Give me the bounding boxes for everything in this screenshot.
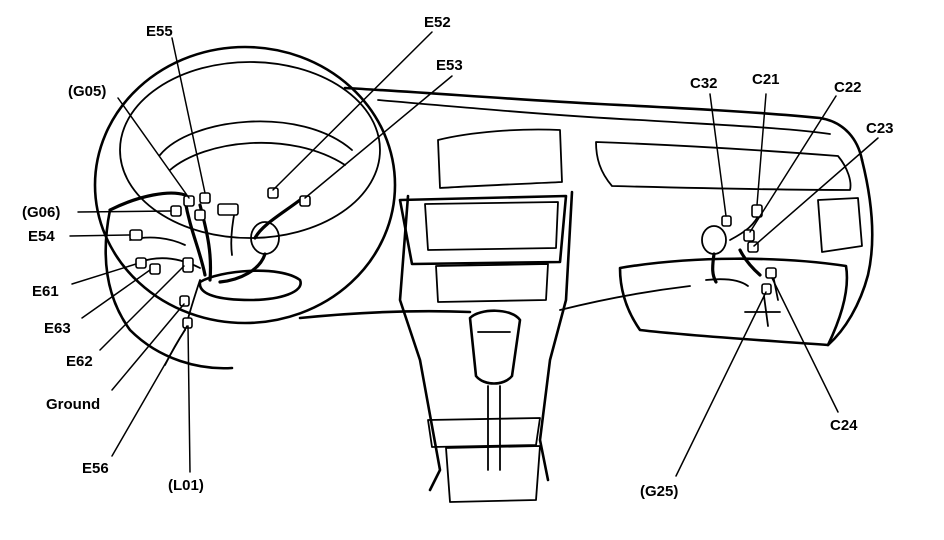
label-l01: (L01) xyxy=(168,477,204,494)
connector-e63 xyxy=(149,263,161,275)
connector-e55 xyxy=(199,192,211,204)
connector-g05 xyxy=(183,195,195,207)
label-e63: E63 xyxy=(44,320,71,337)
right-harness xyxy=(701,204,781,327)
connector-e62 xyxy=(182,257,194,273)
connector-e61 xyxy=(135,257,147,269)
connector-e52 xyxy=(267,187,279,199)
label-e62: E62 xyxy=(66,353,93,370)
steering-wheel xyxy=(93,45,397,325)
leader-lines xyxy=(69,31,879,477)
label-ground: Ground xyxy=(46,396,100,413)
connector-c32 xyxy=(721,215,732,227)
label-e56: E56 xyxy=(82,460,109,477)
labels: E55 E52 E53 (G05) (G06) E54 E61 E63 E62 … xyxy=(22,14,894,500)
label-g05: (G05) xyxy=(68,83,106,100)
label-e55: E55 xyxy=(146,23,173,40)
connector-ground xyxy=(179,295,190,307)
connector-c22 xyxy=(743,229,755,242)
label-e52: E52 xyxy=(424,14,451,31)
connector-g06 xyxy=(170,205,182,217)
label-e53: E53 xyxy=(436,57,463,74)
dashboard-outline xyxy=(104,86,874,503)
label-c24: C24 xyxy=(830,417,858,434)
connector-e53 xyxy=(299,195,311,207)
connector-c24 xyxy=(765,267,777,279)
left-harness xyxy=(108,191,239,366)
label-e61: E61 xyxy=(32,283,59,300)
connector-e54 xyxy=(129,229,143,241)
label-c23: C23 xyxy=(866,120,894,137)
label-g06: (G06) xyxy=(22,204,60,221)
label-e54: E54 xyxy=(28,228,55,245)
label-c21: C21 xyxy=(752,71,780,88)
label-g25: (G25) xyxy=(640,483,678,500)
connector-g25 xyxy=(761,283,772,295)
label-c22: C22 xyxy=(834,79,862,96)
label-c32: C32 xyxy=(690,75,718,92)
